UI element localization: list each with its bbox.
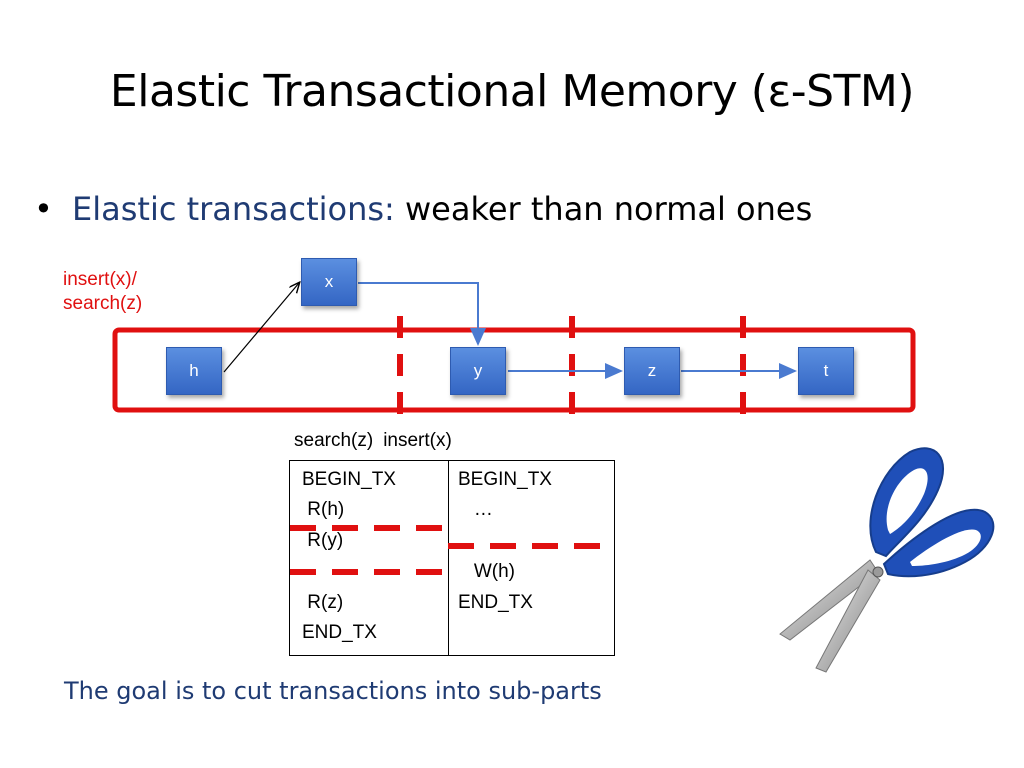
arrow-x-to-y [358, 282, 486, 346]
transaction-headers: search(z) insert(x) [294, 430, 462, 452]
bullet-head: Elastic transactions: [72, 190, 395, 228]
insert-line-4: END_TX [458, 592, 533, 613]
bullet-point: • Elastic transactions: weaker than norma… [34, 190, 812, 228]
slide-title: Elastic Transactional Memory (ε-STM) [109, 66, 915, 117]
header-search: search(z) [294, 430, 374, 451]
bullet-dot: • [34, 190, 53, 228]
arrow-h-to-x [223, 283, 299, 373]
goal-statement: The goal is to cut transactions into sub… [64, 677, 602, 705]
insert-line-1: BEGIN_TX [458, 469, 552, 490]
insert-line-3: W(h) [458, 561, 515, 582]
operation-label-line-1: insert(x)/ [63, 269, 137, 290]
operation-label: insert(x)/ search(z) [63, 268, 203, 316]
node-y: y [450, 347, 506, 395]
insert-transaction: BEGIN_TX … W(h) END_TX [448, 461, 614, 655]
node-h: h [166, 347, 222, 395]
node-z: z [624, 347, 680, 395]
search-line-2: R(h) [302, 499, 345, 520]
search-line-1: BEGIN_TX [302, 469, 396, 490]
node-x: x [301, 258, 357, 306]
transaction-table: BEGIN_TX R(h) R(y) R(z) END_TX BEGIN_TX … [289, 460, 615, 656]
search-line-3: R(y) [302, 530, 344, 551]
operation-label-line-2: search(z) [63, 293, 143, 314]
search-line-5: END_TX [302, 622, 377, 643]
list-boundary [112, 327, 916, 413]
search-transaction: BEGIN_TX R(h) R(y) R(z) END_TX [290, 461, 449, 655]
insert-line-2: … [458, 499, 493, 520]
search-line-4: R(z) [302, 592, 344, 613]
header-insert: insert(x) [383, 430, 452, 451]
node-t: t [798, 347, 854, 395]
bullet-rest: weaker than normal ones [394, 190, 813, 228]
